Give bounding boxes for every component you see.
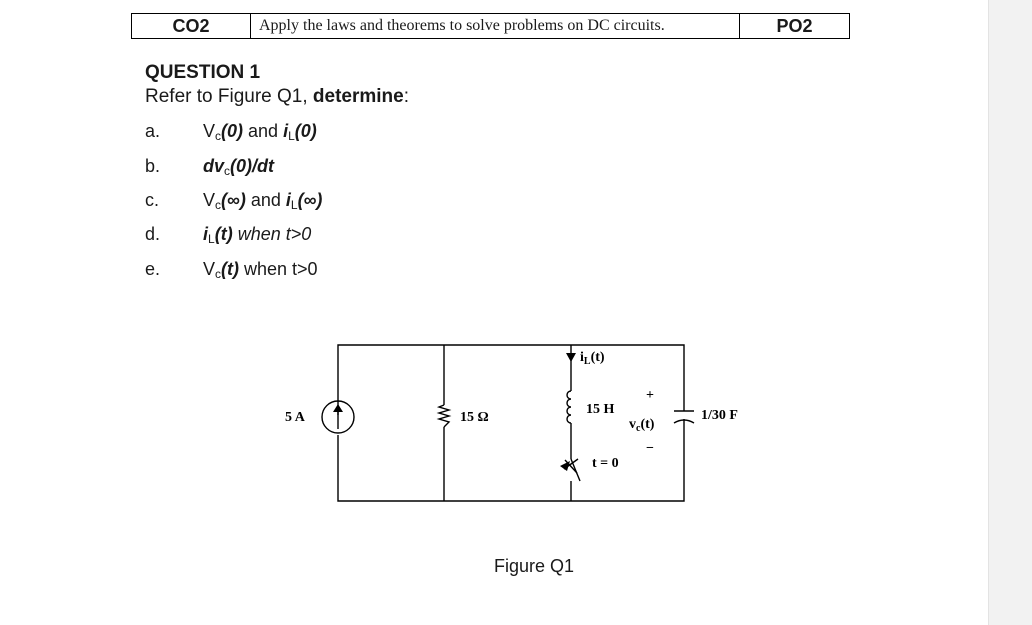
part-segment: (t) bbox=[214, 224, 233, 244]
part-segment: (t) bbox=[221, 259, 239, 279]
current-source bbox=[321, 400, 355, 434]
circuit-diagram: 5 A 15 Ω 15 H iL(t) + vc(t) − 1/30 F t =… bbox=[285, 344, 738, 502]
part-letter: e. bbox=[145, 259, 161, 279]
co-code: CO2 bbox=[131, 13, 251, 39]
part-segment: c bbox=[224, 164, 231, 178]
figure-caption: Figure Q1 bbox=[494, 556, 575, 576]
switch-label: t = 0 bbox=[592, 456, 619, 471]
source-arrow-head bbox=[333, 404, 343, 412]
part-segment: (0) bbox=[221, 121, 244, 141]
course-outcome-table: CO2 Apply the laws and theorems to solve… bbox=[131, 13, 850, 39]
inductor-label: 15 H bbox=[586, 402, 615, 417]
part-segment: dv bbox=[203, 156, 225, 176]
resistor-label: 15 Ω bbox=[460, 410, 489, 425]
part-segment: c bbox=[215, 129, 222, 143]
intro-prefix: Refer to Figure Q1, bbox=[145, 86, 313, 107]
inductor-current-label: iL(t) bbox=[580, 350, 605, 367]
co-description: Apply the laws and theorems to solve pro… bbox=[250, 13, 740, 39]
minus-sign: − bbox=[646, 441, 654, 456]
cap-voltage-label: vc(t) bbox=[629, 417, 655, 434]
wire-outer bbox=[337, 344, 685, 415]
part-segment: and bbox=[243, 121, 284, 141]
part-segment: when t>0 bbox=[239, 259, 318, 279]
part-letter: a. bbox=[145, 121, 161, 141]
intro-suffix: : bbox=[403, 86, 409, 107]
part-segment: c bbox=[215, 198, 222, 212]
part-segment: and bbox=[245, 190, 286, 210]
part-segment: (∞) bbox=[221, 190, 246, 210]
part-letter: b. bbox=[145, 156, 161, 176]
part-text: Vc(∞) and iL(∞) bbox=[203, 190, 322, 212]
part-segment: when t>0 bbox=[232, 224, 312, 244]
part-text: iL(t) when t>0 bbox=[203, 224, 311, 246]
part-segment: L bbox=[208, 232, 215, 246]
part-text: Vc(t) when t>0 bbox=[203, 259, 318, 281]
part-text: Vc(0) and iL(0) bbox=[203, 121, 317, 143]
question-intro: Refer to Figure Q1, determine: bbox=[145, 86, 409, 108]
part-segment: V bbox=[203, 259, 216, 279]
part-text: dvc(0)/dt bbox=[203, 156, 274, 178]
switch-arrow-icon bbox=[560, 461, 570, 471]
part-segment: (0) bbox=[294, 121, 317, 141]
intro-bold: determine bbox=[312, 86, 404, 107]
part-segment: c bbox=[215, 267, 222, 281]
part-segment: V bbox=[203, 121, 216, 141]
inductor-coils bbox=[566, 390, 572, 424]
part-segment: (∞) bbox=[297, 190, 323, 210]
part-segment: L bbox=[290, 198, 298, 212]
part-segment: V bbox=[203, 190, 216, 210]
po-code: PO2 bbox=[739, 13, 850, 39]
resistor-zigzag bbox=[436, 404, 452, 428]
vertical-scrollbar[interactable] bbox=[988, 0, 1032, 625]
part-segment: L bbox=[288, 129, 295, 143]
source-label: 5 A bbox=[285, 410, 306, 425]
wire-bottom bbox=[337, 423, 685, 502]
part-segment: i bbox=[285, 190, 291, 210]
part-segment: i bbox=[203, 224, 209, 244]
plus-sign: + bbox=[646, 388, 654, 403]
part-segment: (0)/dt bbox=[230, 156, 275, 176]
capacitor-label: 1/30 F bbox=[701, 408, 738, 423]
question-title: QUESTION 1 bbox=[145, 62, 261, 83]
part-letter: c. bbox=[145, 190, 160, 210]
switch-mark-2 bbox=[564, 459, 578, 474]
part-segment: i bbox=[283, 121, 289, 141]
part-letter: d. bbox=[145, 224, 161, 244]
current-arrow-icon bbox=[566, 353, 576, 362]
